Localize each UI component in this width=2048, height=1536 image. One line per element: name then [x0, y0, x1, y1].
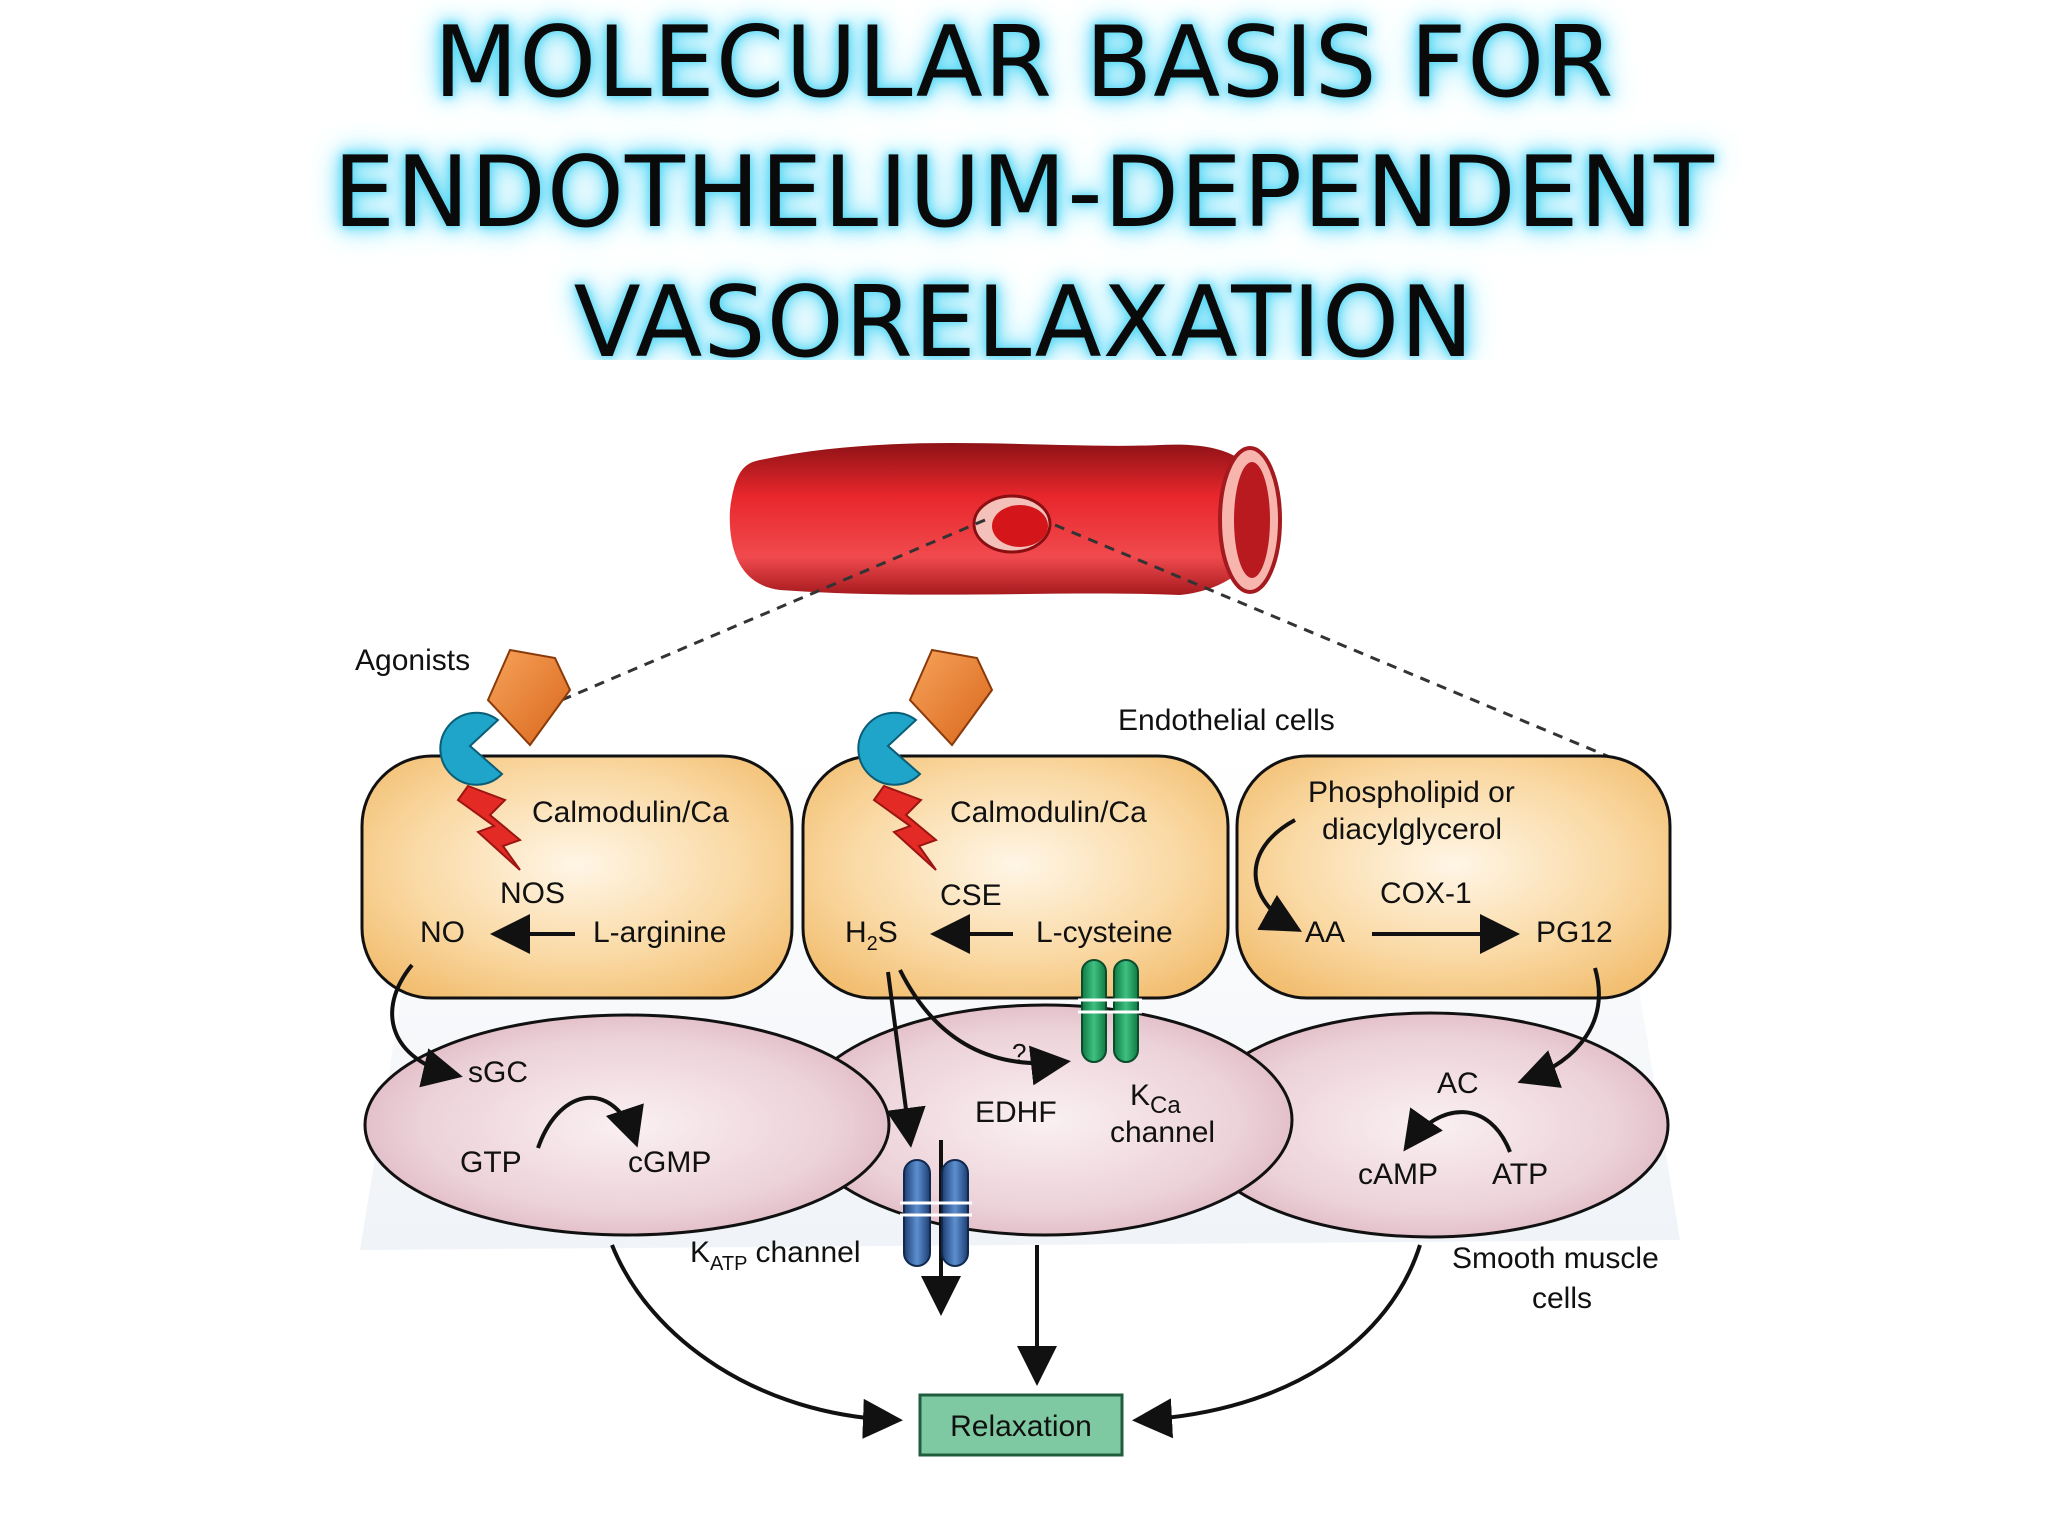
- h2s-label: H2S: [845, 916, 898, 955]
- gtp-label: GTP: [460, 1146, 522, 1179]
- arrow-cgmp-to-relaxation: [610, 1244, 903, 1439]
- cse-label: CSE: [940, 879, 1002, 912]
- arrow-gtp-to-cgmp: [536, 1095, 644, 1149]
- arrow-atp-to-camp: [1403, 1107, 1512, 1153]
- smooth-muscle-label-2: cells: [1532, 1282, 1592, 1315]
- title-line-1: MOLECULAR BASIS FOR: [433, 6, 1615, 120]
- relaxation-box: Relaxation: [918, 1393, 1124, 1457]
- pg12-label: PG12: [1536, 916, 1613, 949]
- endothelial-cells-label: Endothelial cells: [1118, 704, 1335, 737]
- agonist-icon: [486, 648, 994, 747]
- camp-label: cAMP: [1358, 1158, 1438, 1191]
- calmodulin-label-2: Calmodulin/Ca: [950, 796, 1147, 829]
- kca-channel-label: channel: [1110, 1116, 1215, 1149]
- atp-label: ATP: [1492, 1158, 1548, 1191]
- arrow-camp-to-relaxation: [1132, 1244, 1422, 1439]
- arrow-h2s-to-katp: [886, 971, 926, 1148]
- title-line-2: ENDOTHELIUM-DEPENDENT: [333, 136, 1715, 250]
- endothelial-cell-1: [360, 754, 794, 1000]
- endothelial-cell-3: [1235, 754, 1672, 1000]
- l-arginine-label: L-arginine: [593, 916, 726, 949]
- smooth-muscle-label-1: Smooth muscle: [1452, 1242, 1659, 1275]
- agonists-label: Agonists: [355, 644, 470, 677]
- sgc-label: sGC: [468, 1056, 528, 1089]
- receptor-icon: [439, 711, 922, 786]
- edhf-label: EDHF: [975, 1096, 1057, 1129]
- kca-channel-icon: [1078, 959, 1142, 1063]
- l-cysteine-label: L-cysteine: [1036, 916, 1173, 949]
- katp-channel-icon: [900, 1159, 972, 1267]
- title-line-3: VASORELAXATION: [573, 266, 1475, 360]
- arrow-pg12-to-ac: [1517, 967, 1601, 1088]
- arrow-no-to-sgc: [390, 963, 463, 1088]
- kca-label: KCa: [1130, 1079, 1181, 1119]
- aa-label: AA: [1305, 916, 1345, 949]
- arrow-h2s-to-edhf: [898, 969, 1071, 1086]
- cgmp-label: cGMP: [628, 1146, 711, 1179]
- nos-label: NOS: [500, 877, 565, 910]
- no-label: NO: [420, 916, 465, 949]
- zoom-line-left: [549, 518, 986, 707]
- slide-title: MOLECULAR BASIS FOR ENDOTHELIUM-DEPENDEN…: [0, 0, 2048, 360]
- phospholipid-label-1: Phospholipid or: [1308, 776, 1515, 809]
- cox1-label: COX-1: [1380, 877, 1472, 910]
- phospholipid-label-2: diacylglycerol: [1322, 813, 1502, 846]
- ac-label: AC: [1437, 1067, 1479, 1100]
- blood-vessel-icon: [729, 443, 1282, 595]
- lightning-icon: [456, 784, 938, 871]
- relaxation-label: Relaxation: [950, 1410, 1092, 1443]
- endothelial-cell-2: [801, 754, 1230, 1000]
- calmodulin-label-1: Calmodulin/Ca: [532, 796, 729, 829]
- arrow-phospholipid-to-aa: [1253, 818, 1302, 932]
